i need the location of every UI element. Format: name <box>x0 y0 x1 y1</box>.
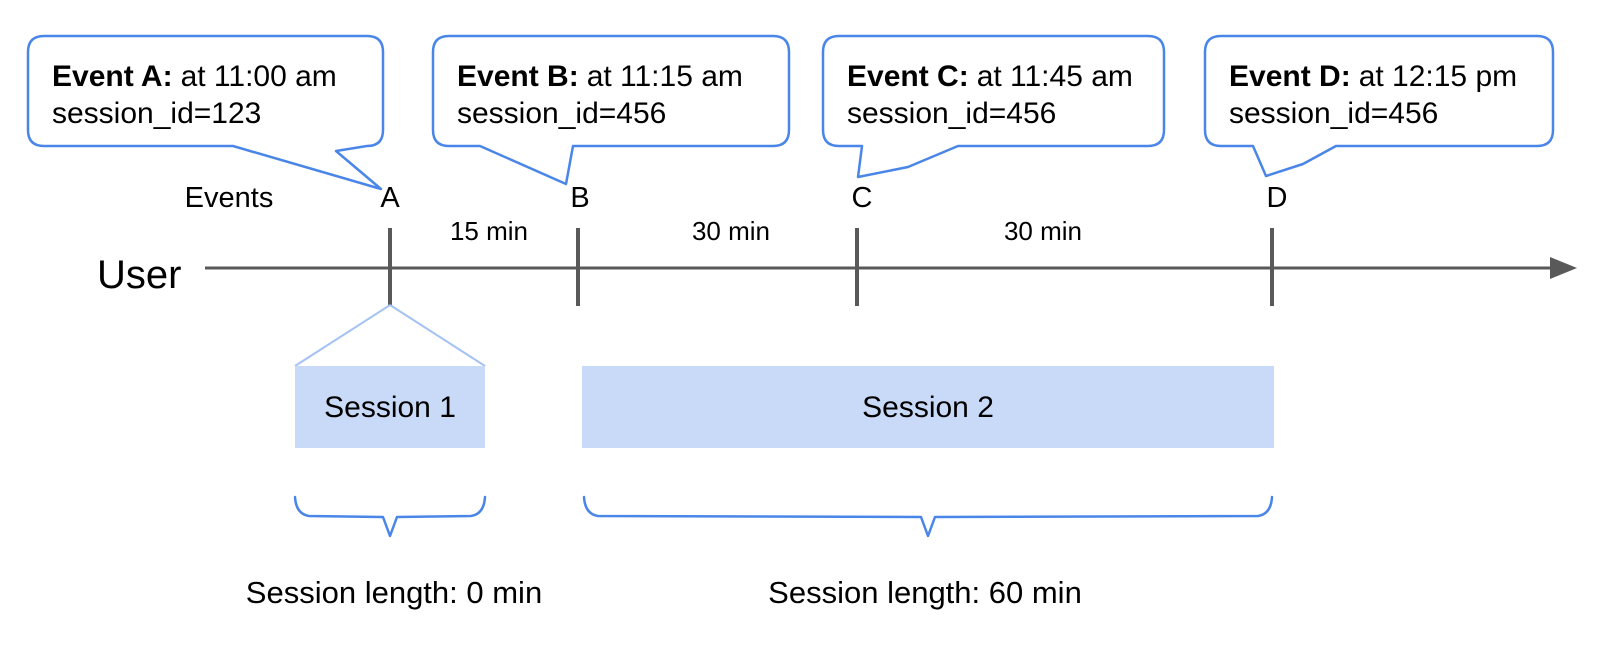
speech-bubble-event-a <box>26 34 385 191</box>
bubble-d-line-1: Event D:at 12:15 pm <box>1229 60 1517 93</box>
interval-label-a-b: 15 min <box>450 216 528 246</box>
session-2-brace <box>582 495 1274 538</box>
session-2-length-label: Session length: 60 min <box>768 575 1082 610</box>
bubble-c-session-line: session_id=456 <box>847 97 1056 130</box>
bubble-b-event-label: Event B: <box>457 60 579 93</box>
session-1-label: Session 1 <box>324 391 456 424</box>
bubble-a-session-line: session_id=123 <box>52 97 261 130</box>
bubble-b-event-time: at 11:15 am <box>587 60 743 93</box>
event-letter-a: A <box>380 182 400 214</box>
session-2-bar <box>582 366 1274 448</box>
bubble-c-event-time: at 11:45 am <box>977 60 1133 93</box>
bubble-b-session-line: session_id=456 <box>457 97 666 130</box>
bubble-b-line-1: Event B:at 11:15 am <box>457 60 743 93</box>
speech-bubble-event-d <box>1203 34 1555 178</box>
timeline-arrowhead-icon <box>1550 257 1577 279</box>
bubble-d-event-time: at 12:15 pm <box>1359 60 1517 93</box>
session-2-label: Session 2 <box>862 391 994 424</box>
interval-label-c-d: 30 min <box>1004 216 1082 246</box>
event-letter-d: D <box>1267 182 1288 214</box>
events-row-label: Events <box>185 182 274 214</box>
bubble-c-line-1: Event C:at 11:45 am <box>847 60 1133 93</box>
bubble-a-event-label: Event A: <box>52 60 173 93</box>
speech-bubble-event-b <box>431 34 791 186</box>
bubble-c-event-label: Event C: <box>847 60 969 93</box>
bubble-d-session-line: session_id=456 <box>1229 97 1438 130</box>
bubble-d-event-label: Event D: <box>1229 60 1351 93</box>
bubble-a-event-time: at 11:00 am <box>181 60 337 93</box>
event-letter-b: B <box>570 182 589 214</box>
speech-bubble-event-c <box>821 34 1166 179</box>
session-1-brace <box>293 495 487 538</box>
user-label: User <box>97 253 181 297</box>
session-1-bar <box>295 366 485 448</box>
funnel-line-left <box>294 304 391 367</box>
funnel-line-right <box>389 304 486 367</box>
session-1-length-label: Session length: 0 min <box>246 575 542 610</box>
event-letter-c: C <box>852 182 873 214</box>
bubble-a-line-1: Event A:at 11:00 am <box>52 60 337 93</box>
interval-label-b-c: 30 min <box>692 216 770 246</box>
